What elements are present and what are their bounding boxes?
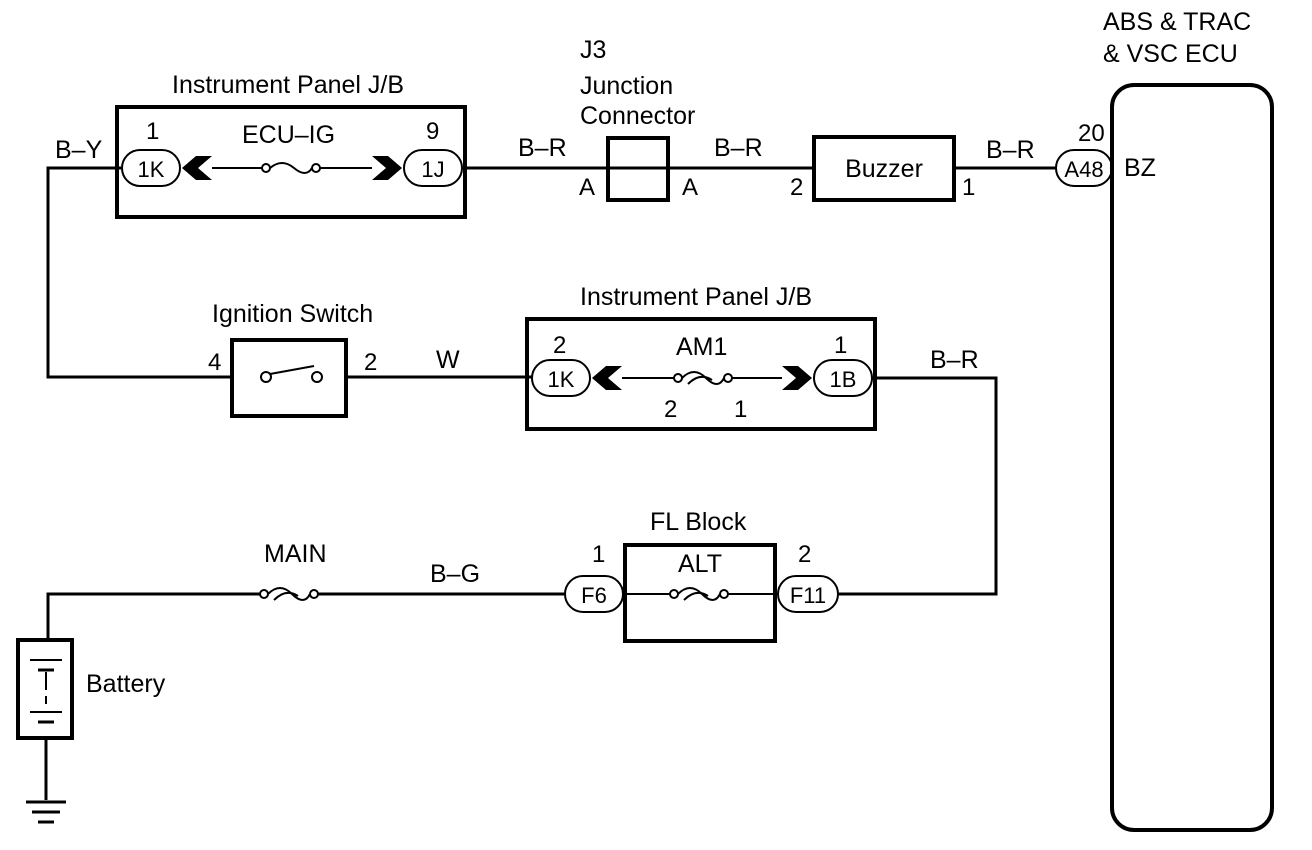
- ignition-switch-title: Ignition Switch: [212, 300, 373, 328]
- jb-mid-left-terminal-icon: [592, 366, 622, 390]
- jb-mid-left-connector: 1K: [531, 359, 591, 397]
- fl-block-title: FL Block: [650, 508, 747, 536]
- main-fuse-icon: [259, 587, 319, 601]
- ignition-switch-box: [230, 338, 348, 418]
- ignition-left-pin: 4: [208, 349, 221, 376]
- battery-label: Battery: [86, 670, 166, 698]
- svg-text:1K: 1K: [548, 367, 575, 392]
- battery-icon: [30, 659, 62, 724]
- ecu-connector-pin: 20: [1078, 120, 1105, 147]
- wire-b-y: [46, 166, 232, 379]
- jb-mid-title: Instrument Panel J/B: [580, 283, 812, 311]
- ecu-title-line1: ABS & TRAC: [1103, 8, 1251, 36]
- alt-fuse-icon: [669, 587, 729, 601]
- jb-mid-right-pin: 1: [834, 332, 847, 359]
- wire-b-g-label: B–G: [430, 560, 480, 588]
- svg-text:1B: 1B: [830, 367, 857, 392]
- jb-top-right-connector: 1J: [403, 149, 463, 187]
- jb-mid-box: [525, 317, 877, 431]
- svg-text:1J: 1J: [421, 157, 444, 182]
- wire-b-y-label: B–Y: [55, 136, 103, 164]
- svg-text:A48: A48: [1064, 157, 1103, 182]
- buzzer-left-pin: 2: [790, 174, 803, 201]
- ground-icon: [26, 800, 66, 824]
- j3-right-pin: A: [682, 174, 698, 201]
- fl-block-right-pin: 2: [798, 541, 811, 568]
- fl-block-fuse-label: ALT: [678, 550, 722, 578]
- wire-b-r-4-label: B–R: [930, 346, 979, 374]
- ignition-right-pin: 2: [364, 349, 377, 376]
- jb-top-title: Instrument Panel J/B: [172, 71, 404, 99]
- wire-b-r-2-label: B–R: [714, 134, 763, 162]
- j3-line1: J3: [580, 36, 606, 64]
- buzzer-right-pin: 1: [962, 174, 975, 201]
- main-fuse-label: MAIN: [264, 540, 327, 568]
- ecu-title-line2: & VSC ECU: [1103, 40, 1238, 68]
- jb-top-left-pin: 1: [146, 118, 159, 145]
- ecu-connector: A48: [1055, 149, 1113, 187]
- ecu-ig-fuse-icon: [261, 162, 321, 174]
- jb-top-box: [115, 105, 467, 219]
- jb-top-right-terminal-icon: [372, 156, 402, 180]
- wire-w-label: W: [436, 346, 460, 374]
- jb-mid-fuse-pin-left: 2: [664, 396, 677, 423]
- jb-top-left-terminal-icon: [182, 156, 212, 180]
- am1-fuse-icon: [673, 371, 733, 385]
- wire-b-r-4: [838, 376, 998, 596]
- switch-contact-icon: [260, 365, 323, 383]
- wire-b-r-3-label: B–R: [986, 136, 1035, 164]
- j3-line3: Connector: [580, 102, 695, 130]
- svg-text:1K: 1K: [138, 157, 165, 182]
- jb-mid-left-pin: 2: [553, 332, 566, 359]
- fl-block-left-pin: 1: [592, 541, 605, 568]
- buzzer-label: Buzzer: [845, 155, 923, 183]
- jb-top-right-pin: 9: [426, 118, 439, 145]
- jb-mid-right-terminal-icon: [782, 366, 812, 390]
- j3-line2: Junction: [580, 72, 673, 100]
- jb-top-left-connector: 1K: [121, 149, 181, 187]
- jb-top-fuse-label: ECU–IG: [242, 121, 335, 149]
- fl-block-right-connector: F11: [777, 575, 839, 613]
- wire-b-r-1-label: B–R: [518, 134, 567, 162]
- ecu-box: [1110, 83, 1274, 832]
- jb-mid-fuse-pin-right: 1: [734, 396, 747, 423]
- j3-left-pin: A: [579, 174, 595, 201]
- jb-mid-fuse-label: AM1: [676, 333, 727, 361]
- fl-block-left-connector: F6: [564, 575, 624, 613]
- ecu-terminal-label: BZ: [1124, 154, 1156, 182]
- svg-text:F6: F6: [581, 583, 607, 608]
- svg-text:F11: F11: [790, 583, 826, 608]
- jb-mid-right-connector: 1B: [813, 359, 873, 397]
